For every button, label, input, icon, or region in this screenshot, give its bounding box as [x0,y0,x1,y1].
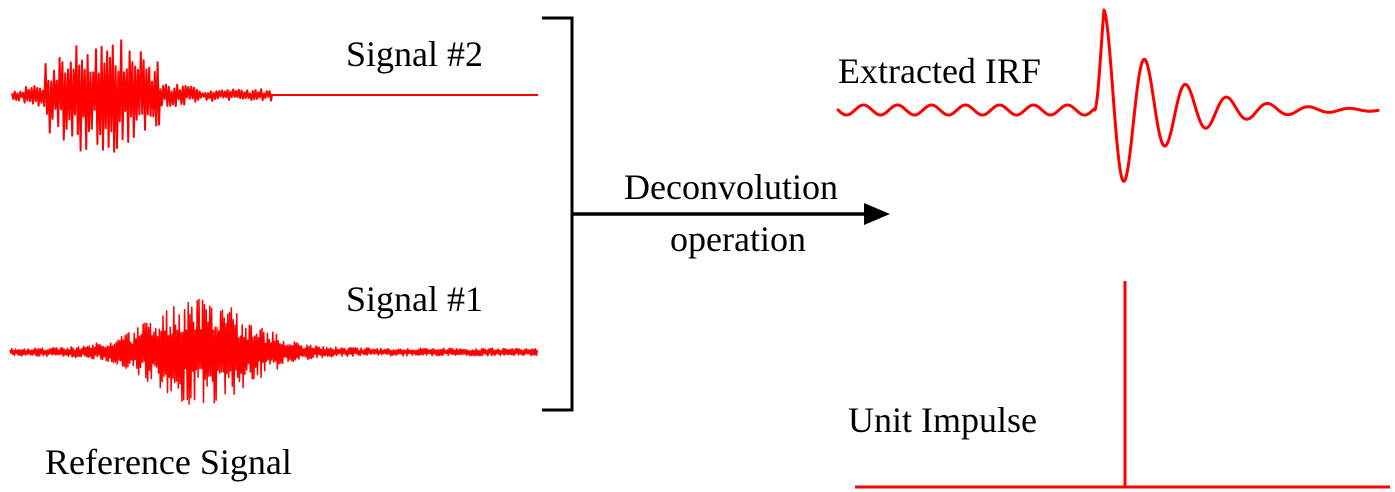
arrow-head [864,203,890,225]
signal-2-waveform [11,39,273,153]
signal-1-label: Signal #1 [346,279,483,319]
reference-signal-label: Reference Signal [45,442,292,482]
signal-2-label: Signal #2 [346,34,483,74]
extracted-irf-label: Extracted IRF [838,51,1041,91]
operation-label-line-2: operation [670,219,806,259]
unit-impulse-label: Unit Impulse [848,400,1037,440]
operation-label-line-1: Deconvolution [624,167,838,207]
signal-1-waveform [9,298,539,406]
bracket [542,16,574,412]
extracted-irf-waveform [836,8,1380,183]
